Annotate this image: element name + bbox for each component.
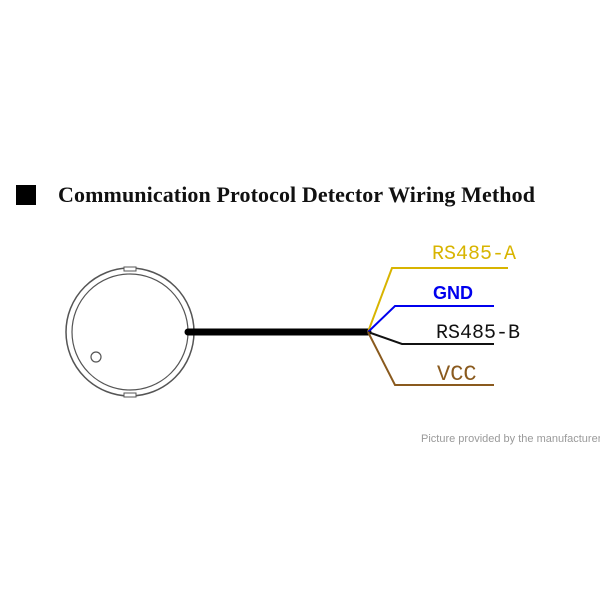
label-vcc: VCC	[437, 362, 477, 387]
label-gnd: GND	[433, 283, 473, 303]
wire-rs485-a	[367, 267, 508, 333]
photo-credit: Picture provided by the manufacturer	[421, 433, 600, 445]
wire-gnd	[367, 305, 494, 333]
filled-square-icon	[16, 185, 36, 205]
wire-rs485-b	[367, 331, 494, 345]
diagram-title: Communication Protocol Detector Wiring M…	[58, 182, 536, 207]
round-detector-icon	[65, 266, 195, 398]
label-rs485-b: RS485-B	[436, 322, 520, 345]
wire-vcc	[367, 331, 494, 386]
diagram-title-row: Communication Protocol Detector Wiring M…	[16, 180, 535, 210]
label-rs485-a: RS485-A	[432, 243, 516, 266]
